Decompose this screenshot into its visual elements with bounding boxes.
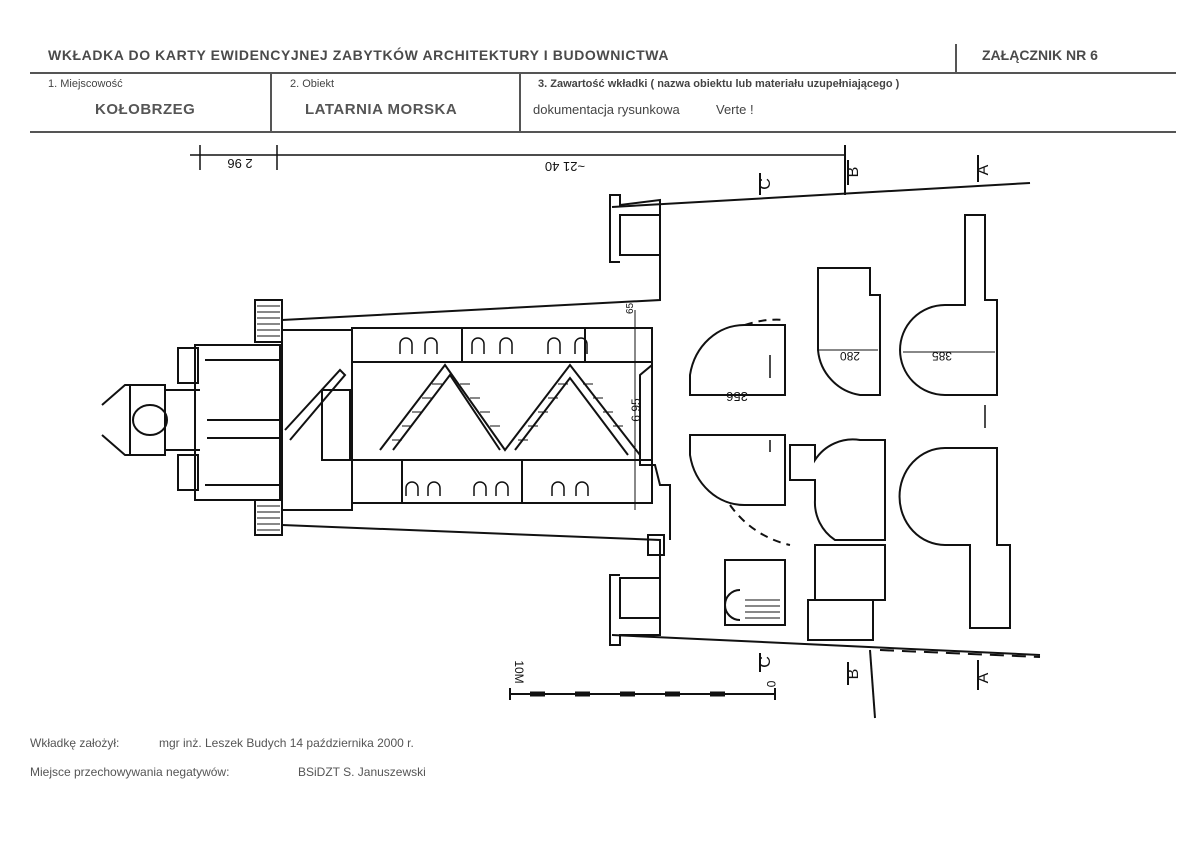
section-marker-c-bottom: C — [757, 656, 774, 668]
section-marker-c-top: C — [757, 178, 774, 190]
object-label: 2. Obiekt — [290, 78, 335, 90]
locality-label: 1. Miejscowość — [48, 78, 123, 90]
header-bottom-rule — [30, 72, 1176, 74]
negatives-storage-value: BSiDZT S. Januszewski — [298, 765, 426, 779]
locality-value: KOŁOBRZEG — [95, 101, 196, 118]
header-divider — [955, 44, 957, 74]
object-value: LATARNIA MORSKA — [305, 101, 458, 118]
dim-height: 6 95 — [629, 398, 643, 422]
content-label: 3. Zawartość wkładki ( nazwa obiektu lub… — [538, 78, 900, 90]
dim-section-2: 280 — [840, 349, 860, 363]
negatives-storage-label: Miejsce przechowywania negatywów: — [30, 765, 230, 779]
dim-top-small: 2 96 — [227, 156, 252, 171]
field-divider-1 — [270, 74, 272, 132]
dim-upper-side: 65 — [625, 302, 636, 314]
content-note: Verte ! — [716, 102, 754, 117]
dim-section-1: 356 — [726, 389, 748, 404]
form-title: WKŁADKA DO KARTY EWIDENCYJNEJ ZABYTKÓW A… — [48, 47, 670, 63]
created-by-label: Wkładkę założył: — [30, 736, 120, 750]
section-marker-b-top: B — [845, 167, 862, 178]
dim-top-large: ~21 40 — [545, 159, 585, 174]
fields-bottom-rule — [30, 131, 1176, 133]
field-divider-2 — [519, 74, 521, 132]
section-marker-a-bottom: A — [975, 672, 992, 683]
section-marker-a-top: A — [975, 164, 992, 175]
created-by-value: mgr inż. Leszek Budych 14 października 2… — [159, 736, 414, 750]
content-value: dokumentacja rysunkowa — [533, 102, 680, 117]
scale-label: 10M — [512, 660, 526, 683]
scale-zero: 0 — [764, 681, 778, 688]
section-marker-b-bottom: B — [845, 669, 862, 680]
dim-section-3: 385 — [932, 349, 952, 363]
attachment-number: ZAŁĄCZNIK NR 6 — [982, 47, 1098, 63]
